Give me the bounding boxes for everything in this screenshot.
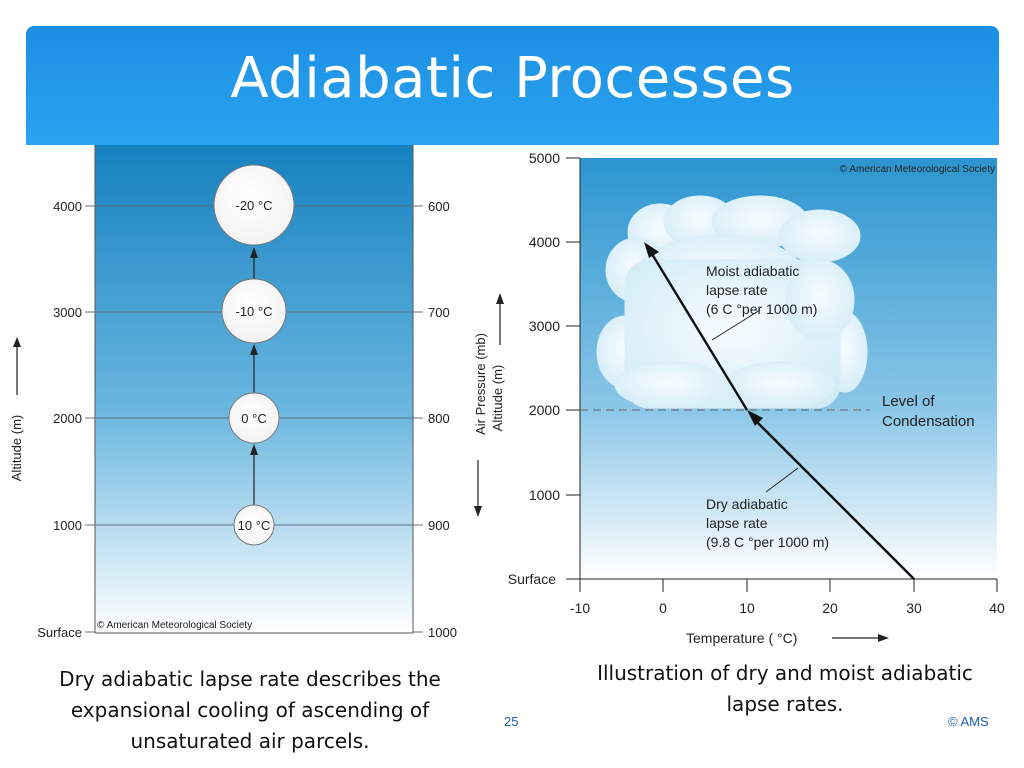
- left-copyright: © American Meteorological Society: [97, 620, 252, 631]
- dry-label-line2: lapse rate: [706, 515, 768, 531]
- x-tick-0: 0: [659, 600, 667, 616]
- parcel-label-minus10: -10 °C: [236, 304, 273, 319]
- dry-label-line1: Dry adiabatic: [706, 496, 788, 512]
- y-tick-surface: Surface: [508, 571, 556, 587]
- alt-tick-surface: Surface: [37, 625, 82, 640]
- right-arrow-icon: [832, 634, 889, 642]
- alt-tick-3000: 3000: [53, 305, 82, 320]
- left-diagram: 4000 3000 2000 1000 Surface 600 700 800 …: [9, 145, 457, 640]
- y-tick-3000: 3000: [529, 318, 560, 334]
- right-diagram: 5000 4000 3000 2000 1000 Surface -10 0 1…: [473, 150, 1005, 646]
- pressure-tick-700: 700: [428, 305, 450, 320]
- arrow-head-icon: [644, 242, 659, 258]
- arrow-head-icon: [250, 444, 258, 455]
- x-tick-20: 20: [822, 600, 838, 616]
- pressure-tick-900: 900: [428, 518, 450, 533]
- caption-left: Dry adiabatic lapse rate describes the e…: [59, 667, 441, 753]
- condensation-label-line2: Condensation: [882, 413, 975, 430]
- y-tick-1000: 1000: [529, 487, 560, 503]
- moist-label-line2: lapse rate: [706, 282, 768, 298]
- moist-lapse-line: [650, 253, 749, 411]
- caption-right: Illustration of dry and moist adiabatic …: [597, 661, 973, 716]
- pressure-tick-800: 800: [428, 411, 450, 426]
- up-arrow-icon: [13, 337, 21, 395]
- y-tick-4000: 4000: [529, 234, 560, 250]
- parcel-label-minus20: -20 °C: [236, 198, 273, 213]
- slide-title: Adiabatic Processes: [230, 46, 795, 111]
- condensation-label-line1: Level of: [882, 393, 935, 410]
- arrow-head-icon: [747, 410, 763, 426]
- y-axis-label-pressure: Air Pressure (mb): [473, 333, 488, 435]
- moist-label-line3: (6 C °per 1000 m): [706, 301, 817, 317]
- title-bar: Adiabatic Processes: [26, 26, 999, 145]
- alt-tick-4000: 4000: [53, 199, 82, 214]
- pressure-tick-600: 600: [428, 199, 450, 214]
- y-tick-2000: 2000: [529, 402, 560, 418]
- moist-label-line1: Moist adiabatic: [706, 263, 799, 279]
- x-tick-40: 40: [989, 600, 1005, 616]
- x-tick-minus10: -10: [570, 600, 590, 616]
- parcel-label-0: 0 °C: [241, 411, 266, 426]
- y-axis-label-altitude: Altitude (m): [490, 365, 505, 431]
- right-copyright: © American Meteorological Society: [840, 164, 995, 175]
- arrow-head-icon: [250, 247, 258, 258]
- down-arrow-icon: [474, 460, 482, 517]
- slide-credit: © AMS: [948, 714, 989, 729]
- dry-lapse-line: [755, 420, 915, 580]
- alt-tick-2000: 2000: [53, 411, 82, 426]
- parcel-10: [233, 504, 275, 546]
- left-y-axis-label: Altitude (m): [9, 415, 24, 481]
- parcel-0: [228, 392, 280, 444]
- arrow-head-icon: [250, 344, 258, 355]
- x-tick-10: 10: [739, 600, 755, 616]
- parcel-minus10: [221, 278, 287, 344]
- dry-label-line3: (9.8 C °per 1000 m): [706, 534, 829, 550]
- alt-tick-1000: 1000: [53, 518, 82, 533]
- parcel-label-10: 10 °C: [238, 518, 271, 533]
- x-axis-label: Temperature ( °C): [686, 630, 797, 646]
- up-arrow-icon: [496, 293, 504, 345]
- parcel-minus20: [213, 164, 295, 246]
- slide-number: 25: [504, 714, 519, 729]
- x-tick-30: 30: [906, 600, 922, 616]
- y-tick-5000: 5000: [529, 150, 560, 166]
- pressure-tick-1000: 1000: [428, 625, 457, 640]
